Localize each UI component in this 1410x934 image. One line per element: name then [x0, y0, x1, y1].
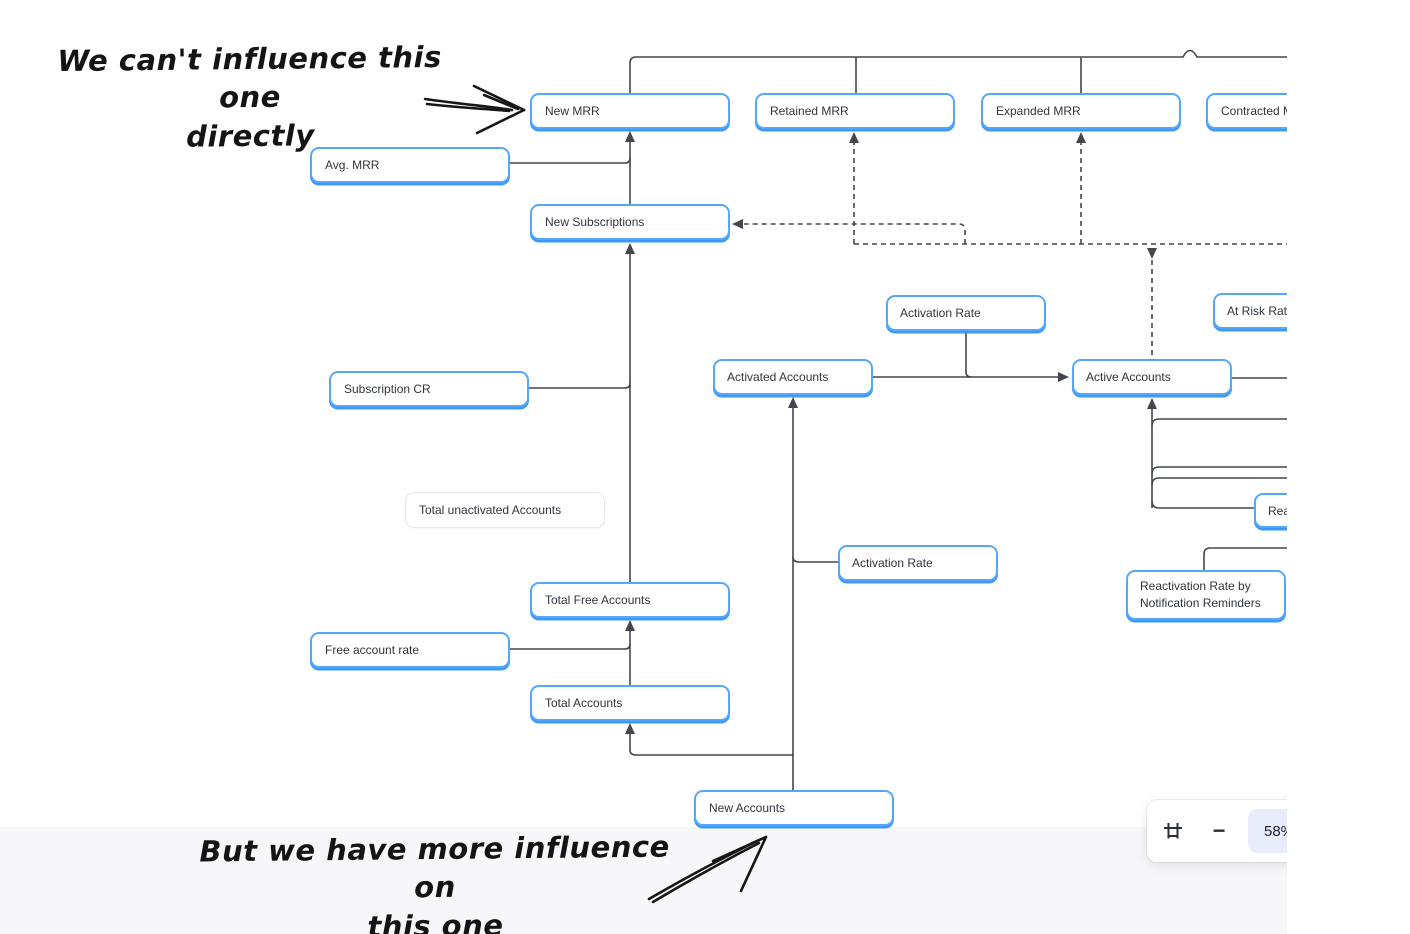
- annotation-cant-influence[interactable]: We can't influence this one directly: [57, 39, 442, 154]
- node-active-accounts[interactable]: Active Accounts: [1072, 359, 1232, 395]
- node-total-accounts[interactable]: Total Accounts: [530, 685, 730, 721]
- node-activation-rate-2[interactable]: Activation Rate: [838, 545, 998, 581]
- node-activation-rate[interactable]: Activation Rate: [886, 295, 1046, 331]
- node-avg-mrr[interactable]: Avg. MRR: [310, 147, 510, 183]
- annotation-more-influence[interactable]: But we have more influence on this one: [199, 829, 670, 934]
- node-reactivation-rate-by-notification-reminders[interactable]: Reactivation Rate by Notification Remind…: [1126, 570, 1286, 620]
- node-total-unactivated-accounts[interactable]: Total unactivated Accounts: [405, 492, 605, 528]
- node-retained-mrr[interactable]: Retained MRR: [755, 93, 955, 129]
- node-at-risk-rate[interactable]: At Risk Rate: [1213, 293, 1287, 329]
- node-new-accounts[interactable]: New Accounts: [694, 790, 894, 826]
- node-contracted-mrr[interactable]: Contracted MRR: [1206, 93, 1287, 129]
- zoom-level-indicator[interactable]: 58%: [1248, 809, 1287, 853]
- zoom-to-fit-icon: [1164, 823, 1182, 839]
- zoom-toolbar: − 58%: [1147, 800, 1287, 862]
- node-reactivated-accounts[interactable]: Reactivated Accounts: [1254, 493, 1287, 528]
- node-new-subscriptions[interactable]: New Subscriptions: [530, 204, 730, 240]
- node-total-free-accounts[interactable]: Total Free Accounts: [530, 582, 730, 618]
- annotation-arrows: [423, 84, 768, 904]
- node-label: Reactivation Rate by Notification Remind…: [1140, 578, 1261, 610]
- connector-trunk: [629, 49, 1287, 93]
- zoom-to-fit-button[interactable]: [1160, 818, 1186, 844]
- node-activated-accounts[interactable]: Activated Accounts: [713, 359, 873, 395]
- node-expanded-mrr[interactable]: Expanded MRR: [981, 93, 1181, 129]
- canvas-frame-edge: [0, 827, 1287, 934]
- diagram-canvas[interactable]: New MRR Retained MRR Expanded MRR Contra…: [0, 0, 1287, 934]
- node-new-mrr[interactable]: New MRR: [530, 93, 730, 129]
- annotation-arrow-top: [423, 97, 514, 112]
- connector-layer: [423, 49, 1287, 904]
- node-free-account-rate[interactable]: Free account rate: [310, 632, 510, 668]
- node-subscription-cr[interactable]: Subscription CR: [329, 371, 529, 407]
- zoom-out-button[interactable]: −: [1212, 818, 1226, 843]
